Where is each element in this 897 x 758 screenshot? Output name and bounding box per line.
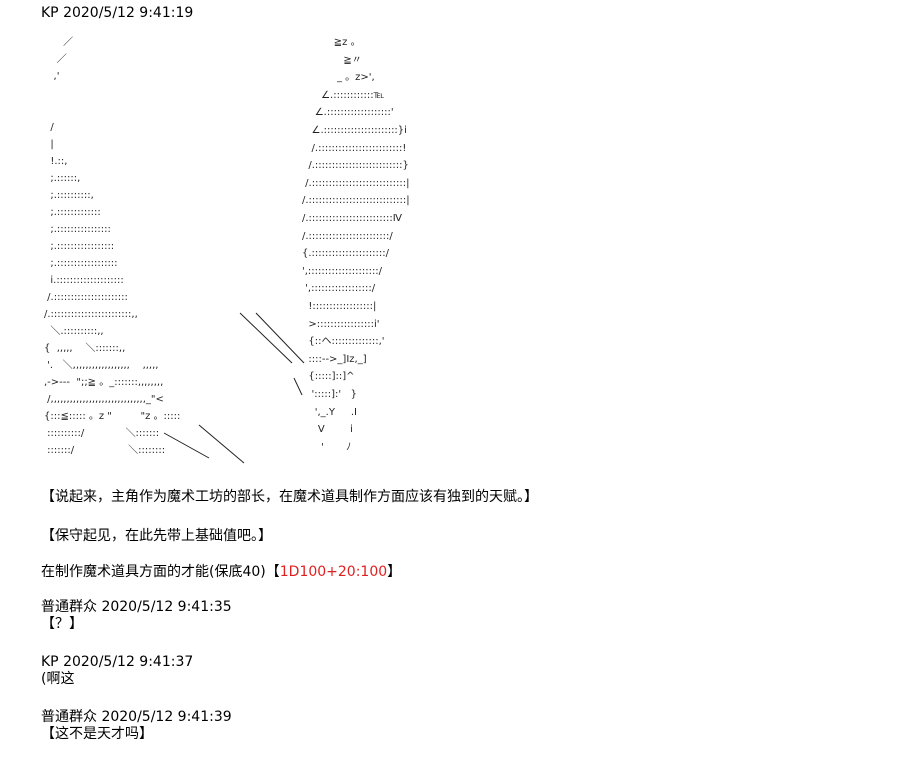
- ascii-art-line: { ,,,,, ＼:::::::,,: [44, 343, 126, 354]
- ascii-art-line: ':::::]:' }: [302, 389, 358, 400]
- ascii-art-line: ≧〃: [302, 54, 362, 66]
- ascii-art-line: ＼.::::::::::,,: [44, 326, 104, 337]
- ascii-art-line: /.::::::::::::::::::::::::,,: [44, 309, 138, 320]
- ascii-art-line: /.:::::::::::::::::::::::::!: [302, 142, 407, 154]
- ascii-art-line: /: [44, 122, 54, 133]
- ascii-art-line: /.::::::::::::::::::::::::::}: [302, 160, 409, 172]
- ascii-art-line: ／: [44, 37, 74, 48]
- ascii-art-line: /.::::::::::::::::::::::::::::|: [302, 177, 410, 189]
- ascii-art-line: '. ＼,,,,,,,,,,,,,,,,,, ,,,,,: [44, 360, 159, 371]
- ascii-art-line: ∠.:::::::::::::::::::': [302, 107, 394, 119]
- ascii-art-line: ',:::::::::::::::::::::/: [302, 265, 383, 277]
- ascii-art-line: ;.::::::::::::::::::: [44, 258, 118, 269]
- ascii-art-line: ;.:::::::::::::: [44, 207, 101, 218]
- ascii-art-line: ' ﾉ: [302, 441, 352, 453]
- ascii-art-line: |: [44, 139, 54, 150]
- ascii-art-line: !.::,: [44, 156, 68, 167]
- ascii-art-line: /.::::::::::::::::::::::::/: [302, 230, 393, 242]
- ascii-art-line: ∠.::::::::::::::::::::::}i: [302, 125, 407, 136]
- ascii-art-line: {.::::::::::::::::::::::/: [302, 248, 390, 260]
- ascii-art: ／ ／ ,' / | !.::, ;.::::::, ;.::::::::::,…: [44, 33, 484, 473]
- ascii-art-line: _ 。z>',: [302, 72, 375, 84]
- post-header: 普通群众 2020/5/12 9:41:35: [41, 599, 232, 615]
- ascii-art-line: {::ヘ::::::::::::::,': [302, 336, 385, 348]
- ascii-art-line: ;.::::::,: [44, 173, 81, 184]
- post-line: 【这不是天才吗】: [41, 726, 153, 742]
- ascii-art-line: /.:::::::::::::::::::::::::Ⅳ: [302, 213, 403, 224]
- ascii-art-line: {:::≦::::: 。z " "z 。:::::: [44, 411, 181, 422]
- ascii-art-line: ∠.::::::::::::℡: [302, 89, 385, 101]
- ascii-art-line: >:::::::::::::::::i': [302, 318, 380, 330]
- ascii-art-line: ≧z 。: [302, 37, 361, 48]
- ascii-art-line: ／: [44, 54, 67, 65]
- ascii-art-line: ,->--- ";;≧ 。_:::::::,,,,,,,,: [44, 377, 164, 388]
- ascii-art-line: ',::::::::::::::::::/: [302, 283, 376, 295]
- ascii-art-line: ;.::::::::::,: [44, 190, 94, 201]
- post-header: KP 2020/5/12 9:41:19: [41, 5, 194, 21]
- ascii-art-line: :::::::/ ＼::::::::: [44, 445, 166, 456]
- roll-line: 在制作魔术道具方面的才能(保底40)【1D100+20:100】: [41, 563, 401, 581]
- ascii-art-line: ::::::::::/ ＼:::::::: [44, 428, 160, 439]
- ascii-art-line: V i: [302, 424, 353, 436]
- post-line: (啊这: [41, 671, 75, 687]
- post-line: 【说起来，主角作为魔术工坊的部长，在魔术道具制作方面应该有独到的天赋。】: [41, 489, 538, 505]
- roll-value: 1D100+20:100: [279, 564, 388, 580]
- ascii-art-line: ;.:::::::::::::::::: [44, 241, 115, 252]
- ascii-art-line: /.:::::::::::::::::::::::::::::|: [302, 195, 410, 207]
- ascii-art-strokes: [163, 312, 305, 464]
- post-header: KP 2020/5/12 9:41:37: [41, 654, 194, 670]
- ascii-art-line: i.::::::::::::::::::::: [44, 275, 124, 286]
- ascii-art-line: {:::::]::]^: [302, 371, 355, 383]
- post-header: 普通群众 2020/5/12 9:41:39: [41, 709, 232, 725]
- ascii-art-line: /,,,,,,,,,,,,,,,,,,,,,,,,,,,,,,_"<: [44, 394, 164, 405]
- ascii-art-line: ,': [44, 71, 60, 82]
- roll-prefix: 在制作魔术道具方面的才能(保底40)【: [41, 564, 280, 580]
- ascii-art-line: /.::::::::::::::::::::::: [44, 292, 128, 303]
- ascii-art-line: ',_.Y .I: [302, 406, 357, 418]
- ascii-art-line: !::::::::::::::::::|: [302, 301, 377, 312]
- post-line: 【？】: [41, 616, 83, 632]
- ascii-art-line: ;.::::::::::::::::: [44, 224, 111, 235]
- roll-suffix: 】: [387, 564, 402, 580]
- post-line: 【保守起见，在此先带上基础值吧。】: [41, 528, 272, 544]
- ascii-art-line: ::::-->_]Iz,_]: [302, 353, 367, 365]
